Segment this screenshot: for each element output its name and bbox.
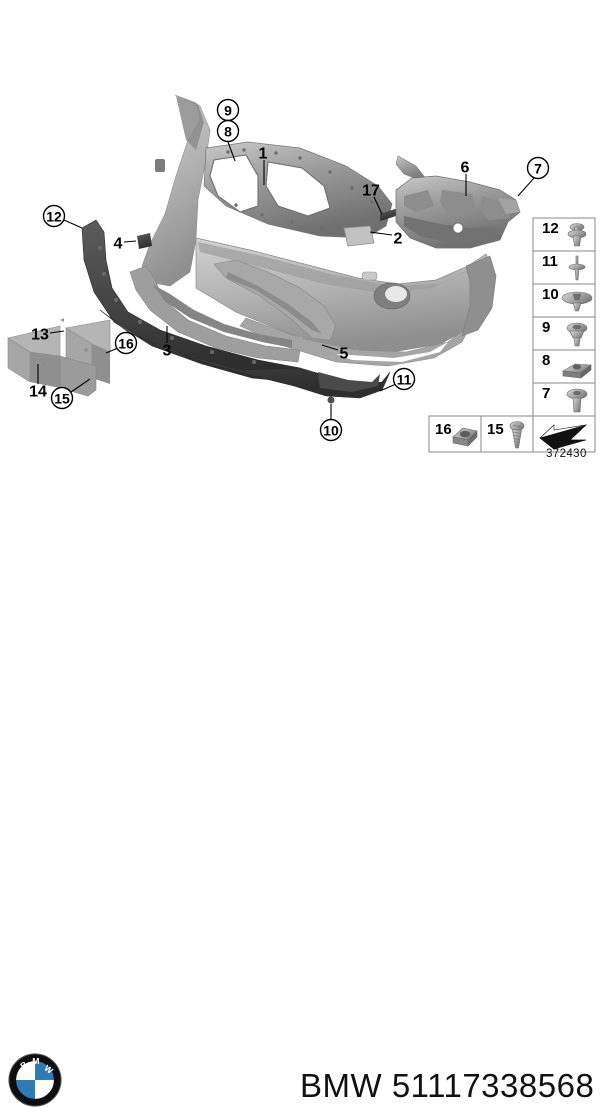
legend-icon-square-cage-nut bbox=[452, 427, 478, 447]
callout-leader-line bbox=[379, 383, 397, 392]
callout-17[interactable]: 17 bbox=[362, 182, 383, 215]
legend-table: 12 11 10 9 8 7 16 15 bbox=[428, 217, 596, 453]
bmw-logo: B M W bbox=[8, 1053, 62, 1107]
callout-number-text: 12 bbox=[46, 208, 62, 224]
part-clip-block bbox=[137, 233, 152, 249]
callout-number-text: 1 bbox=[259, 145, 268, 162]
legend-row-number: 10 bbox=[542, 286, 559, 303]
legend-icon-wide-flange-clip bbox=[561, 291, 593, 312]
callout-11[interactable]: 11 bbox=[379, 367, 416, 392]
callout-circle bbox=[392, 367, 416, 391]
legend-cell-border bbox=[532, 316, 596, 351]
callout-5[interactable]: 5 bbox=[321, 344, 349, 362]
part-lower-spoiler-lip bbox=[99, 309, 391, 404]
callout-leader-line bbox=[105, 347, 119, 354]
part-lower-valance-trim bbox=[129, 265, 301, 363]
part-lower-grille-insert bbox=[213, 259, 337, 341]
callout-number-text: 4 bbox=[114, 235, 123, 252]
callout-circle bbox=[526, 156, 550, 180]
legend-row-7[interactable]: 7 bbox=[532, 382, 596, 417]
callout-leader-line bbox=[49, 330, 65, 334]
callout-number-text: 6 bbox=[461, 159, 470, 176]
callout-6[interactable]: 6 bbox=[461, 159, 470, 196]
callout-number-text: 9 bbox=[224, 102, 232, 118]
callout-circle bbox=[114, 331, 138, 355]
callout-10[interactable]: 10 bbox=[319, 404, 343, 442]
callout-number-text: 5 bbox=[340, 345, 349, 362]
callout-number-text: 16 bbox=[118, 335, 134, 351]
legend-cell-border bbox=[480, 415, 534, 453]
part-tow-hook-cover bbox=[343, 225, 375, 247]
legend-icon-pin-thin-shaft bbox=[568, 255, 586, 281]
legend-cell-border bbox=[428, 415, 482, 453]
callout-number-text: 17 bbox=[362, 182, 380, 199]
callout-leader-line bbox=[63, 219, 83, 229]
legend-row-number: 7 bbox=[542, 385, 550, 402]
drawing-number: 372430 bbox=[546, 448, 587, 460]
svg-text:M: M bbox=[32, 1056, 39, 1066]
callout-number-text: 14 bbox=[29, 383, 47, 400]
callout-circle bbox=[42, 204, 66, 228]
legend-row-number: 9 bbox=[542, 319, 550, 336]
callout-leader-line bbox=[369, 231, 393, 236]
callout-circle bbox=[319, 418, 343, 442]
callout-leader-line bbox=[321, 344, 339, 351]
part-front-bumper-assembly bbox=[141, 94, 497, 367]
callout-circle bbox=[216, 119, 240, 143]
legend-row-10[interactable]: 10 bbox=[532, 283, 596, 318]
part-plate-base-left bbox=[7, 318, 97, 397]
callout-2[interactable]: 2 bbox=[369, 230, 403, 247]
legend-icon-expanding-rivet bbox=[566, 322, 588, 347]
legend-row-12[interactable]: 12 bbox=[532, 217, 596, 252]
legend-icon-direction-arrow bbox=[539, 424, 587, 450]
parts-diagram: 9 8 1 17 2 6 7 12 4 13 16 14 15 3 5 11 10 12 11 10 9 8 7 16 15 bbox=[7, 94, 596, 453]
legend-row-15[interactable]: 15 bbox=[480, 415, 534, 453]
callout-14[interactable]: 14 bbox=[29, 364, 47, 400]
callout-16[interactable]: 16 bbox=[105, 331, 138, 355]
part-bumper-reinforcement bbox=[395, 155, 521, 249]
callout-number-text: 13 bbox=[31, 326, 49, 343]
legend-arrow-cell bbox=[532, 415, 596, 453]
callout-leader-line bbox=[70, 378, 91, 393]
callout-number-text: 10 bbox=[323, 422, 339, 438]
callout-12[interactable]: 12 bbox=[42, 204, 83, 229]
callout-7[interactable]: 7 bbox=[517, 156, 550, 197]
part-number-label: BMW 51117338568 bbox=[300, 1067, 595, 1104]
callout-13[interactable]: 13 bbox=[31, 326, 65, 343]
callout-number-text: 8 bbox=[224, 123, 232, 139]
legend-row-number: 16 bbox=[435, 421, 452, 438]
legend-row-8[interactable]: 8 bbox=[532, 349, 596, 384]
legend-row-number: 15 bbox=[487, 421, 504, 438]
legend-row-number: 12 bbox=[542, 220, 559, 237]
legend-icon-self-tapping-screw bbox=[509, 421, 525, 449]
callout-layer: 9 8 1 17 2 6 7 12 4 13 16 14 15 3 5 11 10 bbox=[29, 98, 550, 442]
callout-number-text: 15 bbox=[54, 390, 70, 406]
legend-row-16[interactable]: 16 bbox=[428, 415, 482, 453]
callout-15[interactable]: 15 bbox=[50, 378, 91, 410]
footer-bar: B M W BMW 51117338568 bbox=[0, 520, 600, 1107]
legend-icon-rivet-mushroom-head bbox=[567, 223, 587, 247]
part-energy-absorber bbox=[81, 219, 301, 383]
callout-number-text: 2 bbox=[394, 230, 403, 247]
callout-leader-line bbox=[517, 177, 535, 197]
callout-number-text: 7 bbox=[534, 160, 542, 176]
legend-row-number: 11 bbox=[542, 253, 558, 270]
callout-leader-line bbox=[373, 196, 383, 215]
legend-cell-border bbox=[532, 382, 596, 417]
callout-leader-line bbox=[123, 240, 137, 243]
callout-number-text: 3 bbox=[163, 342, 172, 359]
legend-row-9[interactable]: 9 bbox=[532, 316, 596, 351]
part-trim-wedge bbox=[380, 208, 398, 221]
legend-icon-flat-head-bolt bbox=[566, 388, 588, 413]
legend-row-11[interactable]: 11 bbox=[532, 250, 596, 285]
legend-icon-spring-nut-clip bbox=[562, 363, 592, 379]
callout-3[interactable]: 3 bbox=[163, 326, 172, 359]
callout-8[interactable]: 8 bbox=[216, 119, 240, 162]
callout-4[interactable]: 4 bbox=[114, 235, 137, 252]
callout-number-text: 11 bbox=[397, 371, 412, 387]
callout-leader-line bbox=[227, 141, 236, 162]
legend-row-number: 8 bbox=[542, 352, 550, 369]
callout-circle bbox=[50, 386, 74, 410]
callout-1[interactable]: 1 bbox=[259, 145, 268, 185]
